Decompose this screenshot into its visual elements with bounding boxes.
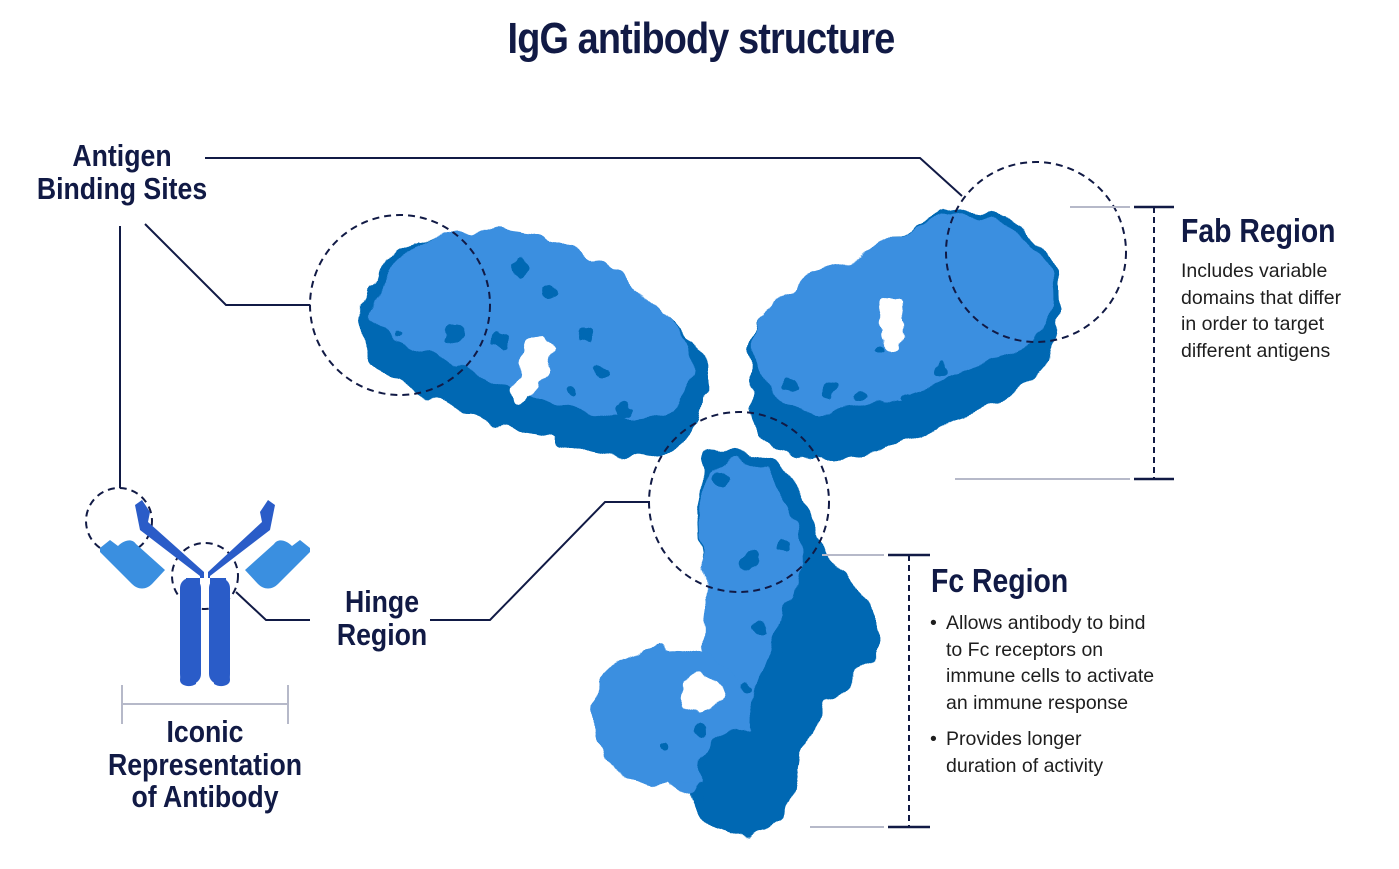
fab-bracket <box>955 205 1174 481</box>
bullet-dot-icon: • <box>930 612 937 634</box>
antigen-binding-sites-label: Antigen Binding Sites <box>27 138 216 206</box>
antigen-label-line2: Binding Sites <box>36 170 208 206</box>
fab-desc-line: Includes variable <box>1181 260 1328 282</box>
right-fab-arm <box>749 209 1060 461</box>
iconic-representation-label: Iconic Representation of Antibody <box>92 714 317 815</box>
antigen-label-line1: Antigen <box>72 138 172 173</box>
hinge-label-line1: Hinge <box>344 584 420 619</box>
iconic-label-line3: of Antibody <box>131 779 279 815</box>
fc-bullet-line: duration of activity <box>946 754 1104 777</box>
fc-bullet-item: • Allows antibody to bind to Fc receptor… <box>930 610 1154 716</box>
fab-desc-line: different antigens <box>1181 339 1331 362</box>
icon-hinge-circle <box>171 542 239 610</box>
iconic-label-line1: Iconic <box>166 714 244 749</box>
iconic-label-line2: Representation <box>107 746 303 782</box>
protein-cavities <box>511 294 903 713</box>
fab-desc-line: in order to target <box>1181 313 1325 335</box>
fc-bullet-line: Provides longer <box>946 728 1082 750</box>
fc-bullet-line: an immune response <box>946 691 1129 714</box>
page-title: IgG antibody structure <box>507 14 896 63</box>
fc-bullet-item: • Provides longer duration of activity <box>930 726 1154 779</box>
fc-region-heading: Fc Region <box>931 562 1069 599</box>
hinge-label-line2: Region <box>336 616 428 652</box>
fc-region-bullets: • Allows antibody to bind to Fc receptor… <box>930 610 1154 789</box>
fab-desc-line: domains that differ <box>1181 286 1342 309</box>
fc-bracket <box>810 553 930 829</box>
hinge-region-label: Hinge Region <box>322 584 442 652</box>
antibody-y-icon <box>100 500 310 687</box>
fc-bullet-line: Allows antibody to bind <box>946 612 1146 634</box>
antigen-site-right-circle <box>945 161 1127 343</box>
fab-region-description: Includes variable domains that differ in… <box>1181 258 1341 364</box>
fab-region-heading: Fab Region <box>1181 212 1336 249</box>
fc-bullet-line: immune cells to activate <box>946 665 1155 687</box>
protein-speckles <box>394 260 946 751</box>
leader-lines <box>119 157 963 621</box>
fc-dark-lobe <box>698 726 795 834</box>
protein-structure-icon <box>360 209 1060 834</box>
icon-width-bracket <box>121 685 289 724</box>
bullet-dot-icon: • <box>930 728 937 750</box>
fc-bullet-line: to Fc receptors on <box>946 638 1104 661</box>
